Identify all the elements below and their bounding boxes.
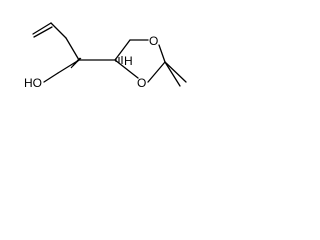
hashed-wedge-stereocenter xyxy=(70,57,82,69)
ring-bond-o1-c2 xyxy=(158,44,166,63)
structure-canvas: HO O O H xyxy=(0,0,206,117)
allyl-ch2-bond xyxy=(65,37,80,61)
vinyl-bond-single xyxy=(50,22,67,39)
ring-bond-c4-c5 xyxy=(114,39,131,61)
vinyl-bond-double-a xyxy=(32,22,52,35)
ring-bond-c2-o3 xyxy=(147,61,166,83)
stereo-hydrogen-label: H xyxy=(124,54,133,68)
hashed-wedge-ring-h xyxy=(115,56,123,64)
vinyl-bond-double-b xyxy=(33,26,53,38)
methyl-bond-b xyxy=(164,61,181,87)
hydroxyl-bond xyxy=(43,72,59,83)
ring-oxygen-top-label: O xyxy=(149,34,158,48)
methyl-bond-a xyxy=(164,61,187,83)
hydroxyl-label: HO xyxy=(24,76,42,90)
molecule-structure: HO O O H xyxy=(24,22,187,90)
ring-oxygen-bottom-label: O xyxy=(137,76,146,90)
